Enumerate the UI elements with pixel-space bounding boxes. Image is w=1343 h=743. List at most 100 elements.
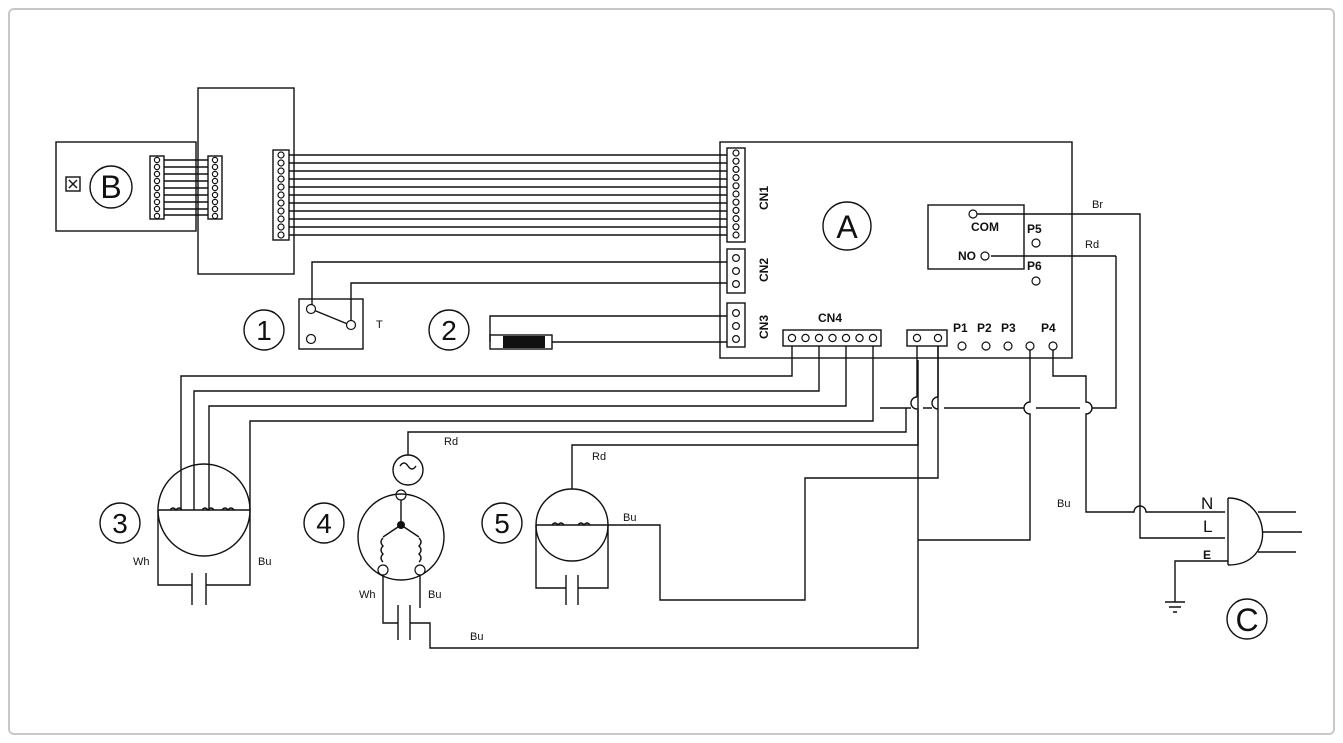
- connector-pin: [277, 223, 285, 231]
- label-a: A: [836, 209, 858, 245]
- connector-pin: [153, 184, 161, 192]
- connector-pin: [957, 341, 967, 351]
- connector-pin: [732, 215, 740, 223]
- connector-pin: [731, 267, 740, 276]
- connector-pin: [731, 280, 740, 289]
- diagram-frame: [8, 8, 1335, 735]
- connector-pin: [211, 156, 219, 164]
- connector-pin: [153, 170, 161, 178]
- label-1: 1: [256, 315, 272, 346]
- motor-5: Rd Bu 5: [481, 346, 939, 605]
- label-br: Br: [1092, 199, 1103, 211]
- label-rd-4: Rd: [444, 436, 458, 448]
- connector-pin: [277, 183, 285, 191]
- connector-pin: [153, 198, 161, 206]
- connector-pin: [153, 191, 161, 199]
- label-b: B: [100, 169, 121, 205]
- connector-pin: [277, 159, 285, 167]
- label-bu-3: Bu: [258, 556, 271, 568]
- p2-label: P2: [977, 321, 992, 335]
- no-label: NO: [958, 249, 976, 263]
- cn4-label: CN4: [818, 311, 842, 325]
- p5-label: P5: [1027, 222, 1042, 236]
- cn1-label: CN1: [757, 186, 771, 210]
- label-c: C: [1235, 602, 1258, 638]
- connector-pin: [211, 191, 219, 199]
- label-rd-relay: Rd: [1085, 239, 1099, 251]
- label-bu-5: Bu: [623, 512, 636, 524]
- connector-pin: [968, 209, 978, 219]
- sensor-2: 2: [428, 309, 727, 351]
- connector-pin: [1031, 238, 1041, 248]
- connector-pin: [305, 333, 317, 345]
- connector-pin: [211, 198, 219, 206]
- label-n: N: [1201, 494, 1213, 513]
- connector-pin: [828, 333, 837, 343]
- connector-pin: [1025, 341, 1035, 351]
- connector-pin: [153, 156, 161, 164]
- connector-pin: [211, 163, 219, 171]
- connector-pin: [912, 333, 922, 343]
- cn3-label: CN3: [757, 315, 771, 339]
- connector-pin: [732, 231, 740, 239]
- connector-pin: [211, 212, 219, 220]
- connector-pin: [1048, 341, 1058, 351]
- connector-pin: [277, 191, 285, 199]
- label-2: 2: [441, 315, 457, 346]
- connector-pin: [1003, 341, 1013, 351]
- connector-pin: [277, 167, 285, 175]
- connector-pin: [732, 149, 740, 157]
- connector-pin: [980, 251, 990, 261]
- p3-label: P3: [1001, 321, 1016, 335]
- label-t: T: [376, 319, 383, 331]
- connector-pin: [277, 215, 285, 223]
- connector-pin: [1031, 276, 1041, 286]
- connector-pin: [211, 205, 219, 213]
- label-5: 5: [494, 508, 510, 539]
- connector-pin: [731, 309, 740, 318]
- label-4: 4: [316, 508, 332, 539]
- connector-pin: [211, 177, 219, 185]
- connector-pin: [153, 212, 161, 220]
- cn1-bus-wires: [289, 154, 727, 236]
- connector-pin: [814, 333, 824, 343]
- label-3: 3: [112, 508, 128, 539]
- connector-pin: [277, 175, 285, 183]
- connector-pin: [345, 319, 357, 331]
- connector-pin: [731, 322, 740, 331]
- p4-label: P4: [1041, 321, 1056, 335]
- compressor-4: Rd Wh Bu Bu 4: [303, 408, 919, 649]
- label-rd-5: Rd: [592, 451, 606, 463]
- thermistor-1: T 1: [243, 261, 727, 351]
- connector-pin: [731, 254, 740, 263]
- connector-pin: [787, 333, 797, 343]
- label-bu-power: Bu: [1057, 498, 1070, 510]
- connector-pin: [277, 199, 285, 207]
- connector-pin: [153, 205, 161, 213]
- connector-pin: [801, 333, 810, 343]
- connector-pin: [841, 333, 851, 343]
- connector-pin: [277, 207, 285, 215]
- connector-pin: [868, 333, 878, 343]
- power-plug-c: N L E C: [1165, 494, 1302, 640]
- connector-pin: [732, 198, 740, 206]
- connector-pin: [153, 163, 161, 171]
- label-wh-4: Wh: [359, 589, 376, 601]
- fan-motor-3: Wh Bu 3: [99, 346, 874, 605]
- connector-pin: [305, 303, 317, 315]
- p6-label: P6: [1027, 259, 1042, 273]
- connector-pin: [732, 157, 740, 165]
- connector-pin: [277, 151, 285, 159]
- com-label: COM: [971, 220, 999, 234]
- display-module-b: B: [55, 141, 223, 232]
- connector-pin: [153, 177, 161, 185]
- label-wh-3: Wh: [133, 556, 150, 568]
- label-l: L: [1203, 517, 1212, 536]
- connector-pin: [732, 182, 740, 190]
- connector-pin: [277, 231, 285, 239]
- cn2-label: CN2: [757, 258, 771, 282]
- connector-pin: [732, 165, 740, 173]
- label-bu-4b: Bu: [470, 631, 483, 643]
- connector-pins: [153, 149, 1058, 351]
